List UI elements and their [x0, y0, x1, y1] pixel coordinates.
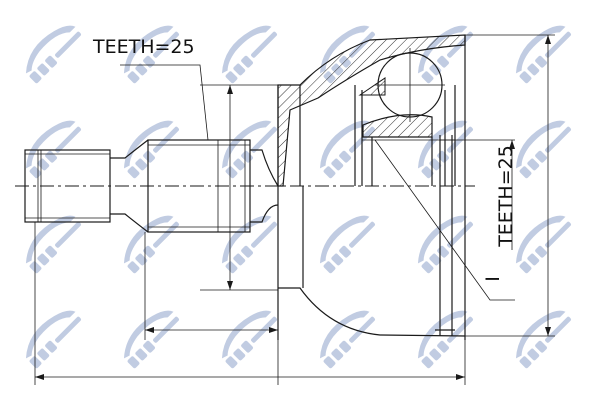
watermark-logo: [123, 215, 179, 274]
watermark-logo: [417, 215, 473, 274]
watermark-logo: [25, 310, 81, 369]
spline-shaft: [147, 139, 251, 233]
watermark-logo: [319, 310, 375, 369]
watermark-logo: [515, 120, 571, 179]
watermark-logo: [221, 215, 277, 274]
inner-race: [354, 48, 456, 336]
threaded-stub: [24, 149, 111, 223]
left-teeth-label: TEETH=25: [93, 36, 195, 58]
housing-outer: [278, 287, 466, 337]
watermark-logo: [515, 215, 571, 274]
housing-edges: [277, 35, 466, 340]
dimension-lines: [34, 34, 555, 385]
watermark-logo: [25, 215, 81, 274]
pointer-label: I: [481, 276, 504, 282]
right-teeth-label: TEETH=25: [494, 145, 517, 247]
watermark-logo: [221, 310, 277, 369]
watermark-logo: [123, 25, 179, 84]
watermark-logo: [25, 25, 81, 84]
watermark-logo: [319, 215, 375, 274]
watermark-logo: [25, 120, 81, 179]
watermark-logo: [221, 25, 277, 84]
watermark-logo: [123, 120, 179, 179]
housing-section: [277, 34, 466, 187]
shaft-neck: [110, 139, 149, 233]
shaft-collar: [250, 149, 279, 223]
